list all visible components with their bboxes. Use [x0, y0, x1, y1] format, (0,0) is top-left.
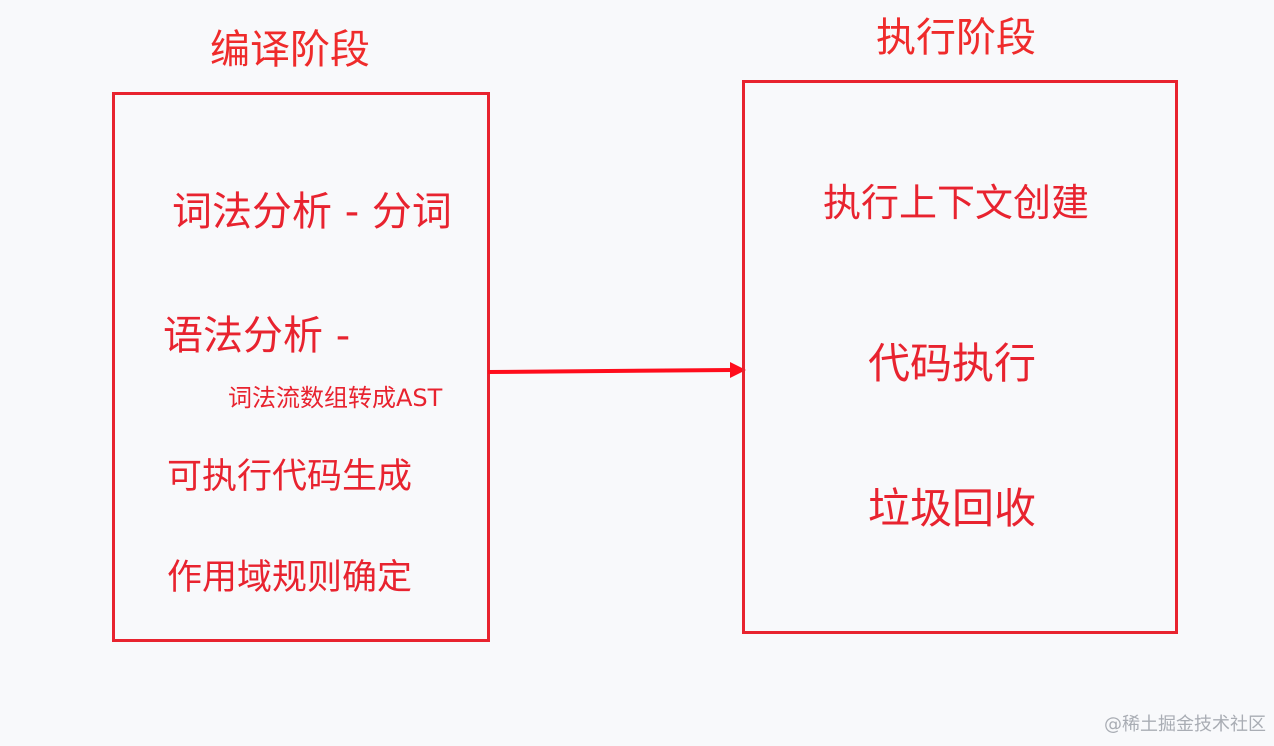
codegen-label: 可执行代码生成 [167, 457, 413, 497]
arrow-head [730, 362, 746, 378]
garbage-collection-label: 垃圾回收 [868, 484, 1037, 533]
code-execution-label: 代码执行 [868, 339, 1037, 388]
execute-stage-title: 执行阶段 [876, 15, 1036, 61]
syntax-analysis-label: 语法分析 - [163, 313, 351, 359]
watermark: @稀土掘金技术社区 [1104, 714, 1266, 735]
execute-stage-box [742, 80, 1178, 634]
scope-rules-label: 作用域规则确定 [167, 558, 413, 598]
syntax-analysis-note: 词法流数组转成AST [228, 384, 443, 412]
compile-stage-box [112, 92, 490, 642]
compile-stage-title: 编译阶段 [210, 27, 370, 73]
context-creation-label: 执行上下文创建 [823, 181, 1090, 225]
arrow-line [487, 368, 733, 374]
lexical-analysis-label: 词法分析 - 分词 [172, 189, 452, 235]
